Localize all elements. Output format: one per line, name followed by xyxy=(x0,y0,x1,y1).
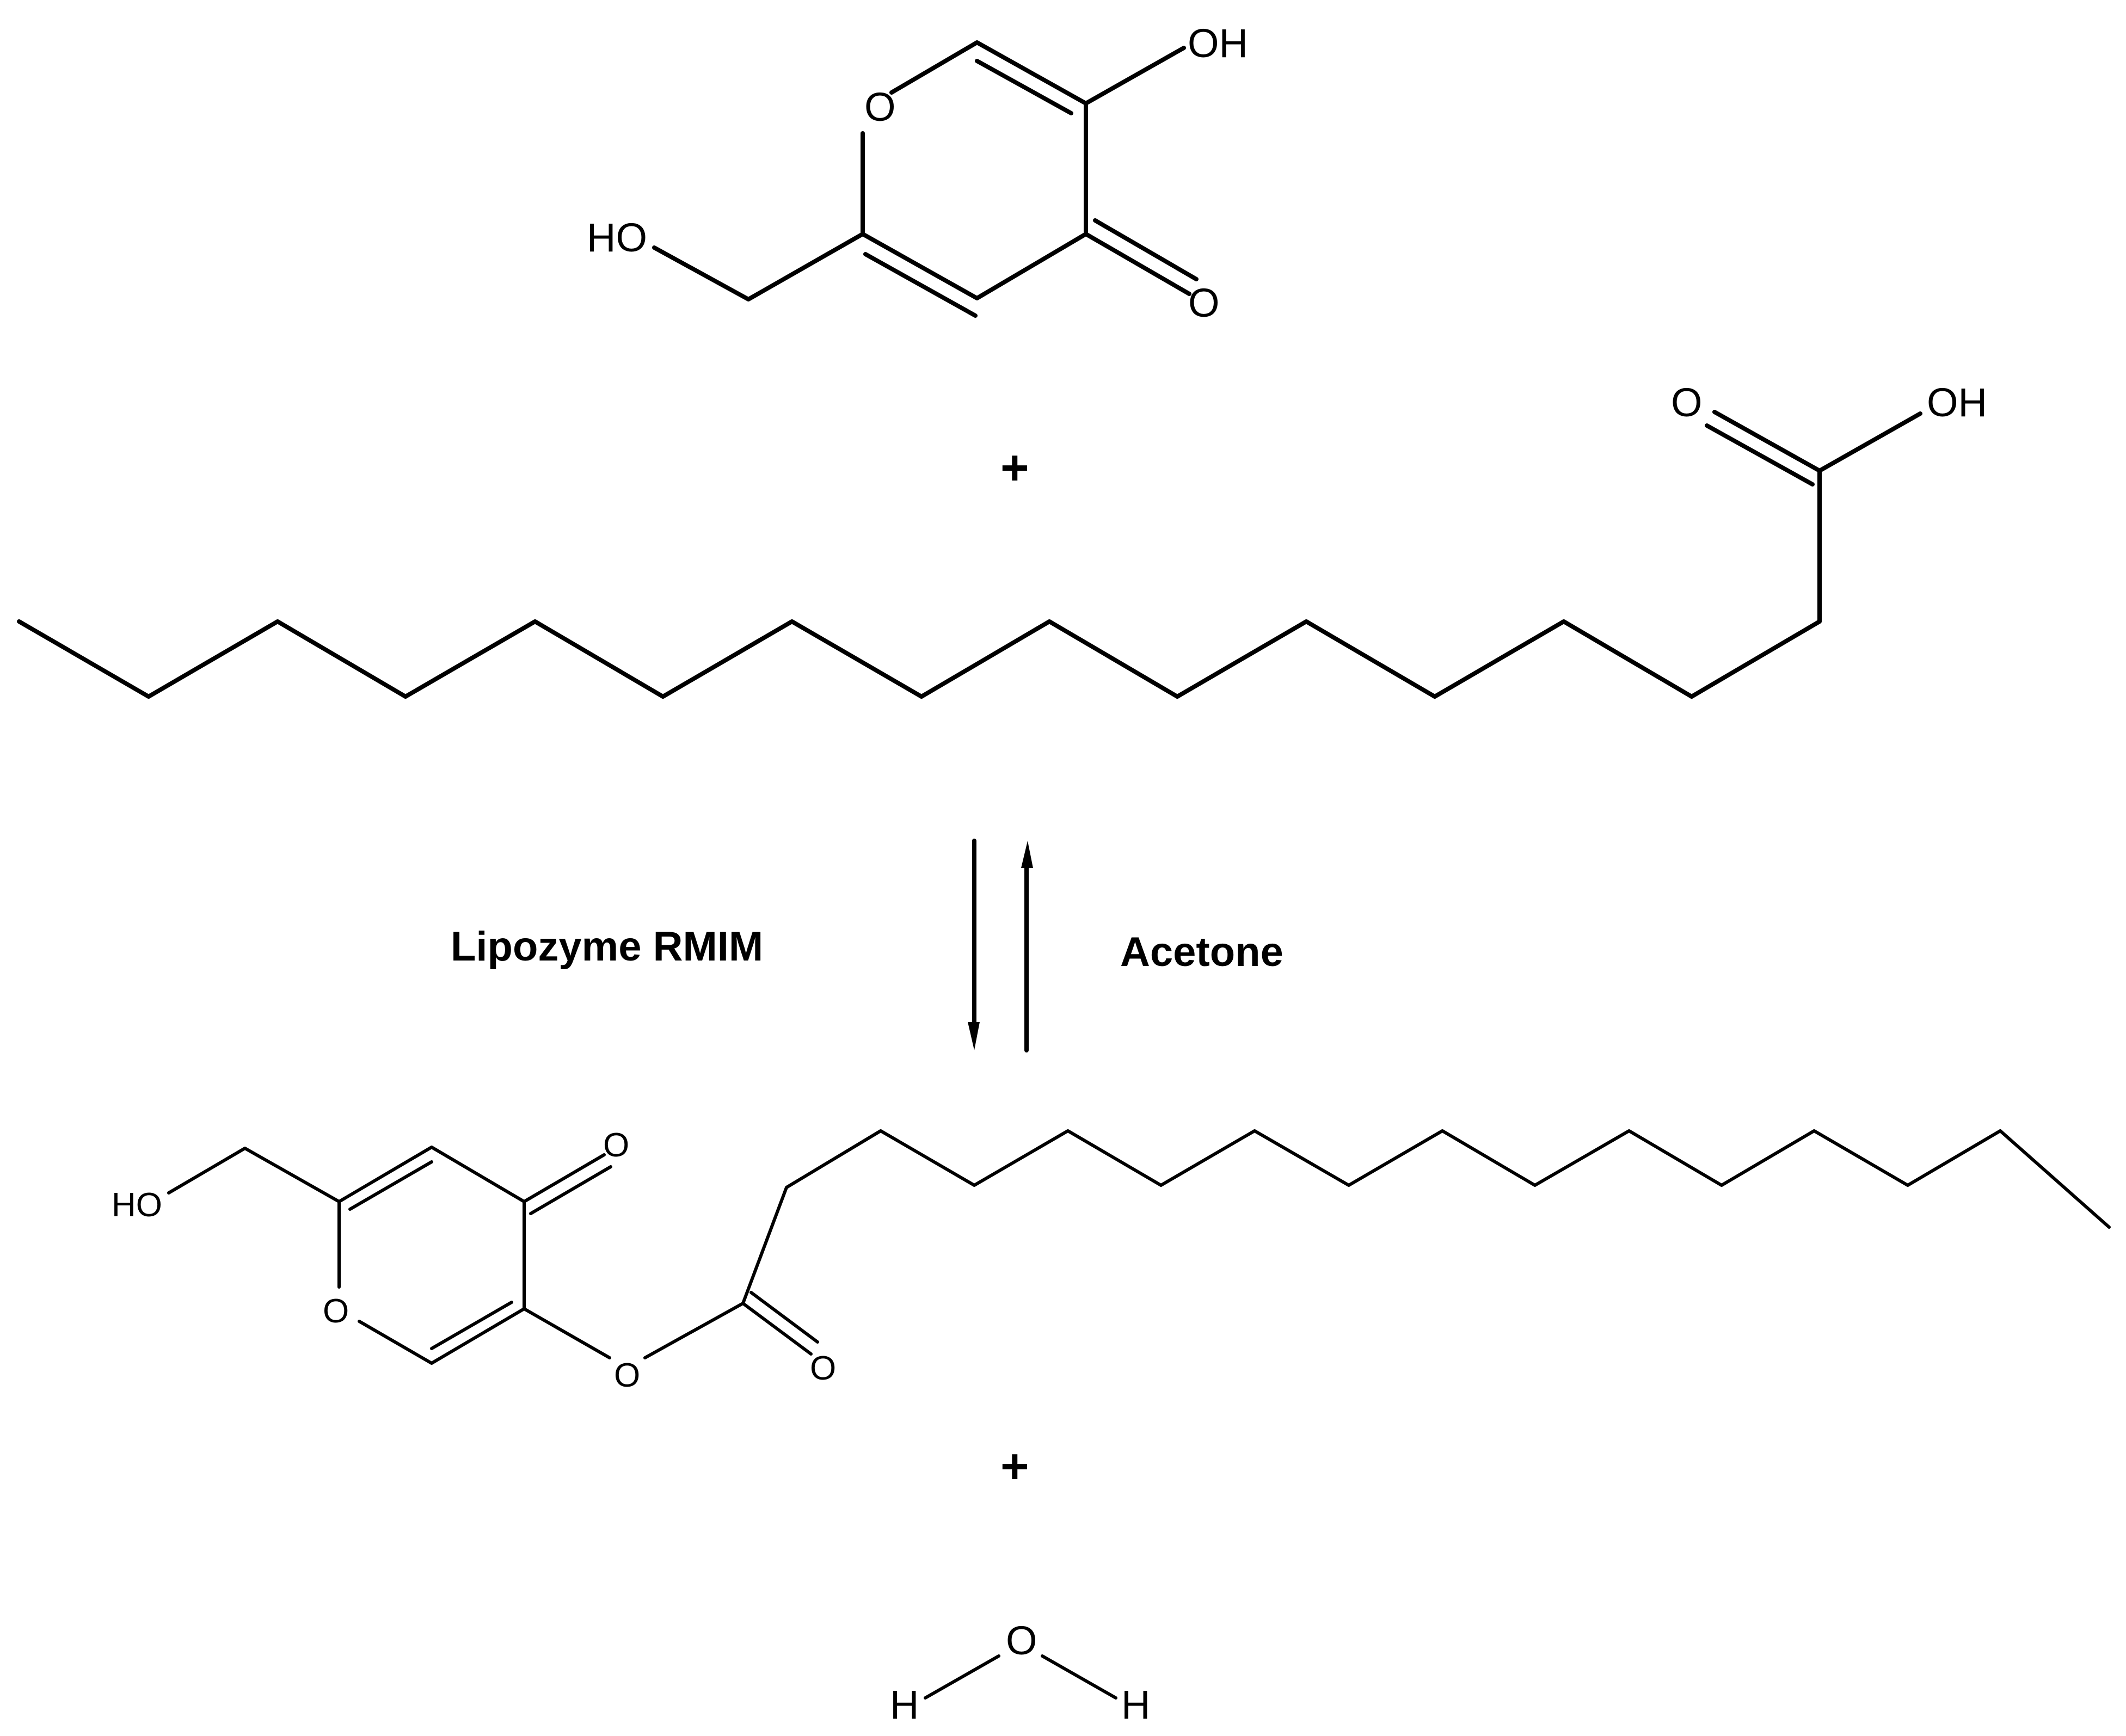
kojic-palmitate-ring-double-bonds xyxy=(348,1160,513,1350)
plus-sign-reactants: + xyxy=(1000,441,1029,495)
kojic-palmitate-ester-carbonyl xyxy=(741,1291,819,1356)
water-bonds xyxy=(924,1654,1117,1700)
kojic-acid-enol-hydroxyl: OH xyxy=(1188,21,1248,66)
palmitic-acid-carbonyl-oxygen: O xyxy=(1671,380,1703,425)
palmitic-acid-carbon-chain xyxy=(17,411,1922,699)
forward-arrowhead xyxy=(968,1022,980,1050)
catalyst-label: Lipozyme RMIM xyxy=(451,924,763,970)
kojic-palmitate-molecule: HO O O O O xyxy=(112,1126,2111,1394)
reverse-arrowhead xyxy=(1021,841,1033,868)
kojic-palmitate-ring-bonds xyxy=(337,1146,526,1365)
kojic-acid-ring-oxygen: O xyxy=(864,84,896,130)
kojic-acid-ketone-oxygen: O xyxy=(1188,280,1220,325)
palmitic-acid-carbonyl-double-bond xyxy=(1705,410,1822,487)
kojic-palmitate-ester-linkage xyxy=(523,1302,745,1359)
kojic-acid-hydroxymethyl: HO xyxy=(587,215,647,260)
plus-sign-products: + xyxy=(1000,1439,1029,1494)
kojic-palmitate-ketone-double-bond xyxy=(523,1153,612,1215)
kojic-acid-substituent-bonds xyxy=(652,46,1186,301)
palmitic-acid-molecule: O OH xyxy=(17,380,1987,699)
water-oxygen: O xyxy=(1006,1618,1037,1663)
kojic-palmitate-hydroxymethyl-bonds xyxy=(167,1147,341,1203)
kojic-acid-ring-double-bonds xyxy=(863,59,1073,318)
water-molecule: O H H xyxy=(890,1618,1150,1727)
water-hydrogen-right: H xyxy=(1121,1682,1150,1727)
solvent-label: Acetone xyxy=(1120,929,1283,975)
kojic-palmitate-ketone-oxygen: O xyxy=(603,1126,629,1164)
kojic-acid-ketone-double-bond xyxy=(1084,218,1199,296)
kojic-palmitate-ester-oxygen: O xyxy=(614,1357,640,1394)
kojic-acid-molecule: O OH O HO xyxy=(587,21,1248,325)
kojic-palmitate-carbonyl-oxygen: O xyxy=(810,1350,836,1387)
kojic-palmitate-hydroxymethyl: HO xyxy=(112,1186,162,1224)
palmitic-acid-hydroxyl: OH xyxy=(1927,380,1987,425)
kojic-acid-ring-bonds xyxy=(861,40,1088,300)
equilibrium-arrows xyxy=(968,839,1033,1052)
water-hydrogen-left: H xyxy=(890,1682,919,1727)
kojic-palmitate-ring-oxygen: O xyxy=(323,1292,349,1330)
kojic-palmitate-acyl-chain xyxy=(741,1129,2111,1305)
